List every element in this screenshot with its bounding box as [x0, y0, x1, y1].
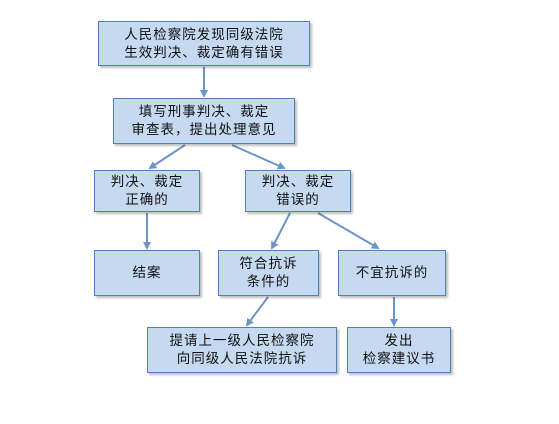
node-judgment-correct: 判决、裁定 正确的 — [94, 170, 200, 212]
node-fill-review-form: 填写刑事判决、裁定 审查表，提出处理意见 — [113, 98, 295, 144]
node-text: 发出 — [384, 333, 414, 349]
arrow-n2-to-n3 — [148, 144, 186, 170]
node-meets-protest-conditions: 符合抗诉 条件的 — [218, 250, 319, 296]
node-text: 错误的 — [276, 192, 320, 208]
node-text: 生效判决、裁定确有错误 — [124, 44, 284, 61]
arrow-n4-to-n6 — [271, 212, 291, 250]
node-text: 不宜抗诉的 — [355, 265, 429, 281]
node-text: 结案 — [132, 265, 162, 281]
node-text: 条件的 — [246, 274, 291, 290]
arrow-n4-to-n7 — [317, 212, 380, 250]
node-request-higher-procuratorate: 提请上一级人民检察院 向同级人民法院抗诉 — [147, 327, 337, 373]
arrow-n6-to-n8 — [245, 296, 269, 327]
node-text: 人民检察院发现同级法院 — [124, 26, 284, 43]
node-text: 向同级人民法院抗诉 — [176, 351, 308, 367]
node-text: 判决、裁定 — [110, 174, 184, 190]
node-text: 检察建议书 — [362, 351, 436, 367]
node-text: 符合抗诉 — [239, 256, 298, 272]
node-issue-procuratorial-suggestion: 发出 检察建议书 — [347, 327, 451, 373]
arrow-n2-to-n4 — [231, 144, 286, 170]
node-text: 正确的 — [125, 192, 169, 208]
node-text: 审查表，提出处理意见 — [131, 122, 277, 138]
node-text: 填写刑事判决、裁定 — [138, 104, 270, 120]
node-text: 提请上一级人民检察院 — [169, 333, 315, 349]
node-text: 判决、裁定 — [261, 174, 335, 190]
node-judgment-wrong: 判决、裁定 错误的 — [245, 170, 351, 212]
node-not-suitable-protest: 不宜抗诉的 — [338, 250, 446, 296]
node-prosecutor-finds-error: 人民检察院发现同级法院 生效判决、裁定确有错误 — [98, 21, 310, 66]
node-close-case: 结案 — [94, 250, 200, 296]
